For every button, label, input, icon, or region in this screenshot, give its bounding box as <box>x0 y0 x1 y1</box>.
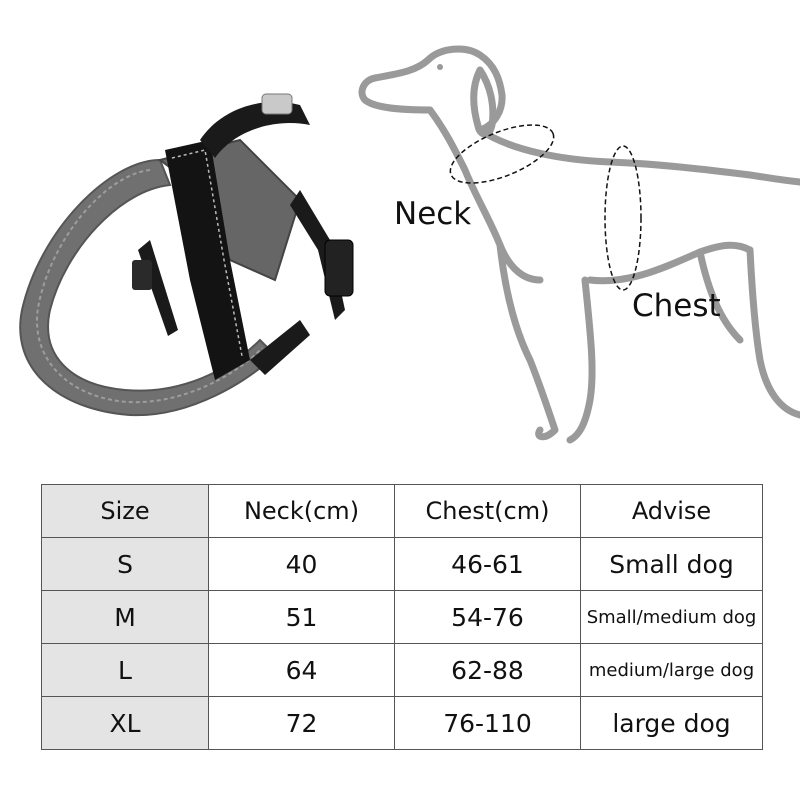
chest-cell: 62-88 <box>394 643 581 697</box>
harness-image <box>19 93 354 417</box>
size-cell: S <box>41 537 209 591</box>
size-cell: L <box>41 643 209 697</box>
table-row: M 51 54-76 Small/medium dog <box>41 590 763 644</box>
table-header-row: Size Neck(cm) Chest(cm) Advise <box>41 484 763 538</box>
chest-cell: 54-76 <box>394 590 581 644</box>
header-chest: Chest(cm) <box>394 484 581 538</box>
size-chart-table: Size Neck(cm) Chest(cm) Advise S 40 46-6… <box>41 484 763 750</box>
size-cell: M <box>41 590 209 644</box>
header-neck: Neck(cm) <box>208 484 395 538</box>
advise-cell: Small/medium dog <box>580 590 763 644</box>
neck-cell: 72 <box>208 696 395 750</box>
header-advise: Advise <box>580 484 763 538</box>
neck-cell: 40 <box>208 537 395 591</box>
chest-label: Chest <box>632 288 721 324</box>
dog-outline-illustration <box>358 45 800 444</box>
neck-label: Neck <box>394 196 472 232</box>
neck-cell: 64 <box>208 643 395 697</box>
advise-cell: large dog <box>580 696 763 750</box>
header-size: Size <box>41 484 209 538</box>
advise-cell: Small dog <box>580 537 763 591</box>
advise-cell: medium/large dog <box>580 643 763 697</box>
table-row: L 64 62-88 medium/large dog <box>41 643 763 697</box>
table-row: S 40 46-61 Small dog <box>41 537 763 591</box>
chest-cell: 76-110 <box>394 696 581 750</box>
chest-cell: 46-61 <box>394 537 581 591</box>
size-cell: XL <box>41 696 209 750</box>
neck-cell: 51 <box>208 590 395 644</box>
table-row: XL 72 76-110 large dog <box>41 696 763 750</box>
